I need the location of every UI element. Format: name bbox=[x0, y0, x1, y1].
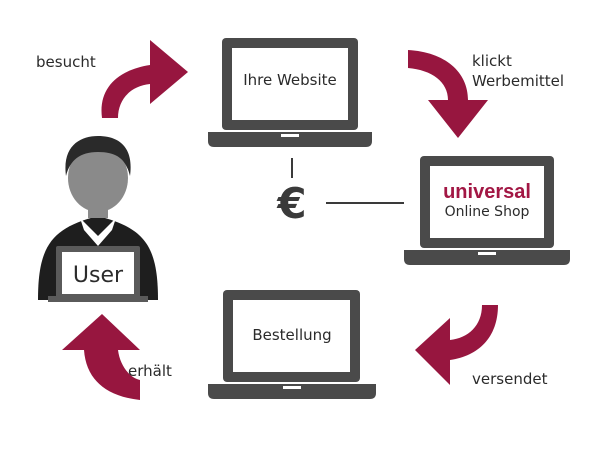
user-hair bbox=[65, 136, 131, 176]
user-label: User bbox=[73, 263, 124, 288]
laptop-bestellung-base bbox=[208, 384, 376, 399]
user-laptop-screen bbox=[62, 252, 134, 294]
user-collar bbox=[80, 218, 116, 246]
laptop-shop-screen bbox=[430, 166, 544, 238]
laptop-website-base bbox=[208, 132, 372, 147]
euro-symbol: € bbox=[276, 179, 306, 228]
arrow-versendet bbox=[415, 305, 498, 385]
arrow-klickt bbox=[408, 50, 488, 138]
user-laptop-base bbox=[48, 296, 148, 302]
laptop-shop: universal Online Shop bbox=[404, 156, 570, 265]
laptop-bestellung-screen bbox=[233, 300, 350, 372]
arrow-erhaelt bbox=[62, 314, 140, 400]
user-face bbox=[68, 144, 128, 212]
label-besucht: besucht bbox=[36, 53, 96, 71]
laptop-bestellung-label: Bestellung bbox=[252, 326, 331, 344]
arrow-besucht bbox=[101, 40, 188, 118]
laptop-website-trackpad bbox=[281, 134, 299, 137]
laptop-website-screen bbox=[232, 48, 348, 120]
laptop-bestellung-trackpad bbox=[283, 386, 301, 389]
laptop-shop-trackpad bbox=[478, 252, 496, 255]
label-klickt-line1: klickt bbox=[472, 52, 512, 70]
shop-brand-logo: universal bbox=[443, 181, 531, 203]
laptop-bestellung: Bestellung bbox=[208, 290, 376, 399]
shop-subtitle: Online Shop bbox=[445, 204, 530, 220]
user-icon: User bbox=[38, 136, 158, 302]
label-klickt-line2: Werbemittel bbox=[472, 72, 564, 90]
label-versendet: versendet bbox=[472, 370, 548, 388]
laptop-website: Ihre Website bbox=[208, 38, 372, 147]
laptop-shop-base bbox=[404, 250, 570, 265]
euro-icon: € bbox=[271, 179, 313, 228]
laptop-website-label: Ihre Website bbox=[243, 71, 337, 89]
label-erhaelt: erhält bbox=[128, 362, 172, 380]
euro-icon-circle bbox=[271, 182, 313, 224]
